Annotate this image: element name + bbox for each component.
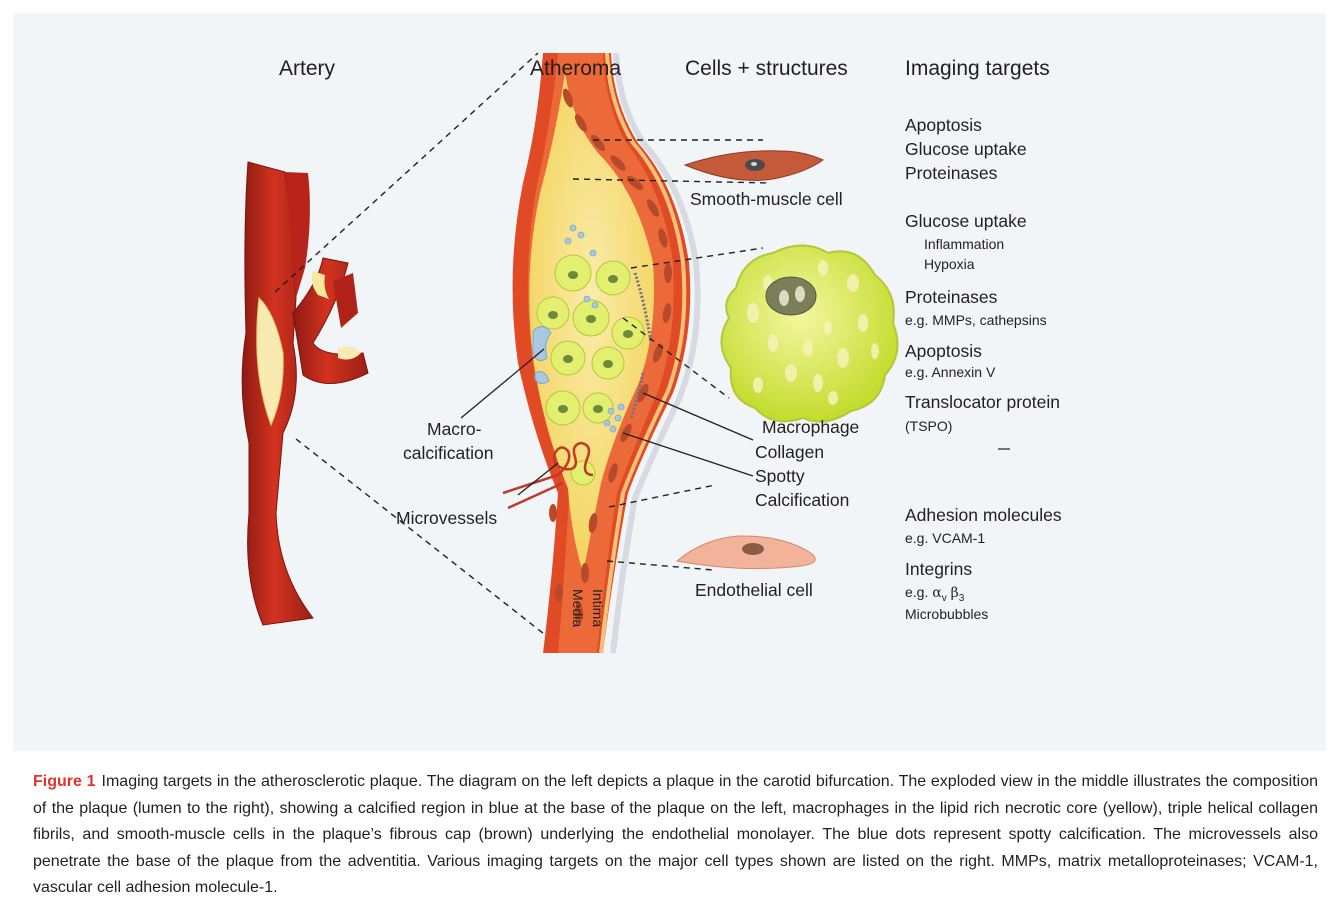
target-integrins: Integrins — [905, 559, 972, 580]
figure-label: Figure 1 — [33, 773, 96, 790]
atheroma-illustration — [13, 13, 1326, 751]
column-header-targets: Imaging targets — [905, 57, 1050, 81]
smooth-muscle-cell-drawing — [685, 151, 823, 181]
target-inflammation: Inflammation — [924, 235, 1004, 253]
target-smc-3: Proteinases — [905, 163, 997, 184]
label-microvessels: Microvessels — [396, 508, 497, 529]
label-media: Media — [570, 589, 586, 627]
annexin-numeral: V — [986, 364, 995, 380]
target-adhesion: Adhesion molecules — [905, 505, 1062, 526]
figure-panel: Artery Atheroma Cells + structures Imagi… — [13, 13, 1326, 751]
column-header-artery: Artery — [279, 57, 335, 81]
target-smc-2: Glucose uptake — [905, 139, 1027, 160]
target-tspo-abbr: (TSPO) — [905, 417, 952, 435]
label-macro-line2: calcification — [403, 443, 493, 464]
target-proteinases: Proteinases — [905, 287, 997, 308]
label-macro-line1: Macro- — [427, 419, 481, 440]
target-adhesion-eg: e.g. VCAM-1 — [905, 529, 985, 547]
target-glucose: Glucose uptake — [905, 211, 1027, 232]
artery-bifurcation — [242, 162, 368, 625]
target-microbubbles: Microbubbles — [905, 605, 988, 623]
external-branch — [333, 273, 358, 328]
caption-text: Imaging targets in the atherosclerotic p… — [33, 773, 1318, 896]
macrophage-drawing — [721, 246, 897, 422]
endothelial-cell-drawing — [677, 536, 815, 569]
column-header-atheroma: Atheroma — [530, 57, 621, 81]
label-macrophage: Macrophage — [762, 417, 859, 438]
column-header-cells: Cells + structures — [685, 57, 848, 81]
target-tspo: Translocator protein — [905, 392, 1060, 413]
target-proteinases-eg: e.g. MMPs, cathepsins — [905, 311, 1047, 329]
target-hypoxia: Hypoxia — [924, 255, 975, 273]
label-spotty-line1: Spotty — [755, 466, 805, 487]
label-intima: Intima — [590, 589, 606, 627]
target-apoptosis-eg: e.g. Annexin V — [905, 363, 995, 381]
label-endothelial-cell: Endothelial cell — [695, 580, 813, 601]
label-spotty-line2: Calcification — [755, 490, 849, 511]
label-collagen: Collagen — [755, 442, 824, 463]
external-carotid — [293, 258, 368, 384]
label-smooth-muscle-cell: Smooth-muscle cell — [690, 189, 843, 210]
target-smc-1: Apoptosis — [905, 115, 982, 136]
target-apoptosis: Apoptosis — [905, 341, 982, 362]
